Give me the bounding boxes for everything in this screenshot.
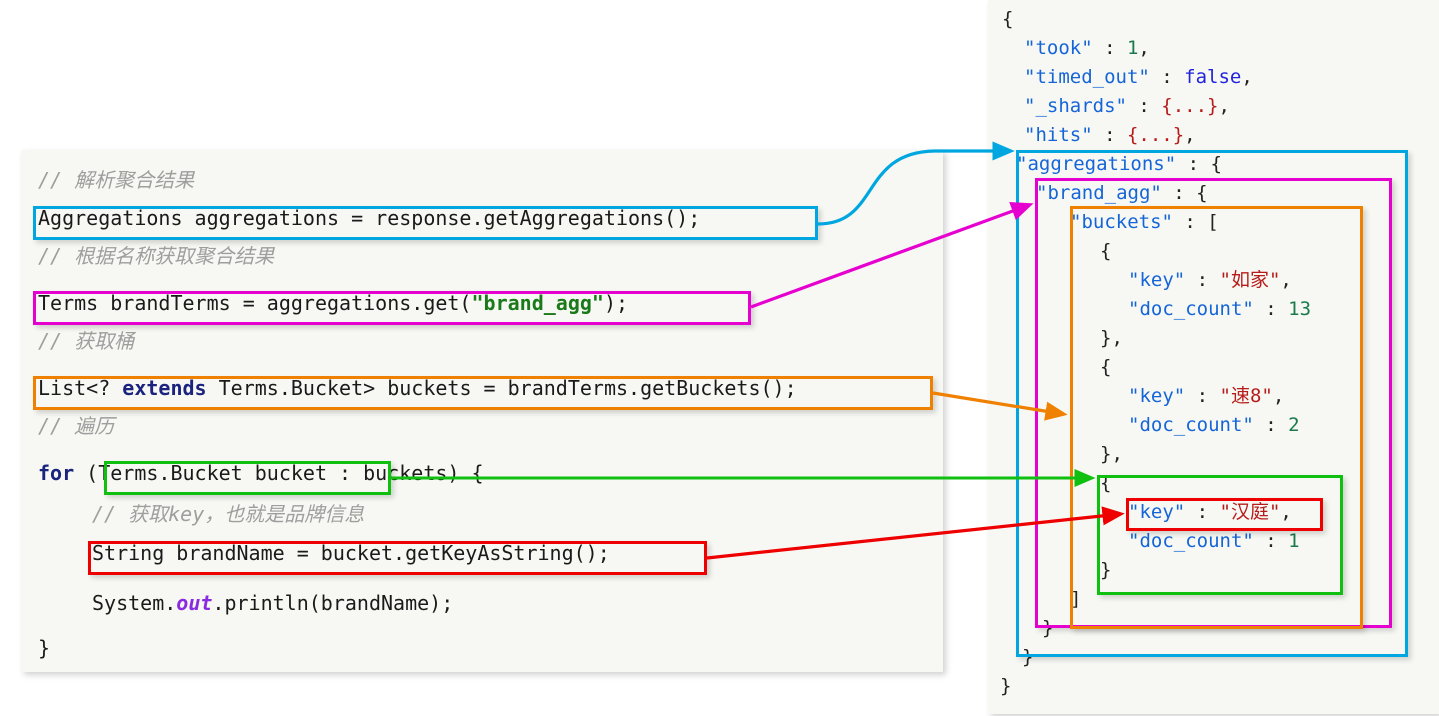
json-line-bucket1-open: { [1100,356,1112,378]
json-line-timed-out: "timed_out" : false, [1024,66,1253,88]
code-line-for: for (Terms.Bucket bucket : buckets) { [38,461,484,485]
code-line-brandname: String brandName = bucket.getKeyAsString… [92,541,610,565]
java-code-panel: // 解析聚合结果 Aggregations aggregations = re… [21,150,943,672]
json-line-bucket2-key: "key" : "汉庭", [1128,501,1292,523]
code-line-close-brace: } [38,636,51,660]
json-line-root-close: } [1000,675,1012,697]
code-comment-parse-agg: // 解析聚合结果 [38,168,195,192]
json-line-aggregations: "aggregations" : { [1016,153,1222,175]
code-line-aggregations: Aggregations aggregations = response.get… [38,206,701,230]
json-line-open-brace: { [1002,8,1014,30]
json-line-bucket0-doccount: "doc_count" : 13 [1128,298,1312,320]
json-line-shards: "_shards" : {...}, [1024,95,1230,117]
json-line-buckets-close: ] [1070,588,1082,610]
json-line-brand-agg: "brand_agg" : { [1036,182,1208,204]
json-line-bucket0-close: }, [1100,327,1123,349]
json-line-bucket1-key: "key" : "速8", [1128,385,1285,407]
json-line-aggregations-close: } [1022,646,1034,668]
code-comment-get-key: // 获取key，也就是品牌信息 [92,502,365,526]
json-line-bucket0-key: "key" : "如家", [1128,269,1292,291]
code-comment-iterate: // 遍历 [38,414,115,438]
code-line-brandterms: Terms brandTerms = aggregations.get("bra… [38,291,629,315]
json-line-hits: "hits" : {...}, [1024,124,1196,146]
code-line-println: System.out.println(brandName); [92,591,454,615]
code-comment-get-bucket: // 获取桶 [38,329,135,353]
json-line-bucket1-close: }, [1100,443,1123,465]
code-line-buckets: List<? extends Terms.Bucket> buckets = b… [38,376,797,400]
code-comment-get-by-name: // 根据名称获取聚合结果 [38,244,275,268]
json-line-bucket2-open: { [1100,472,1112,494]
json-response-panel: { "took" : 1, "timed_out" : false, "_sha… [988,0,1439,714]
json-line-bucket2-close: } [1100,559,1112,581]
json-line-took: "took" : 1, [1024,37,1150,59]
json-line-brand-agg-close: } [1042,617,1054,639]
json-line-bucket1-doccount: "doc_count" : 2 [1128,414,1300,436]
json-line-bucket2-doccount: "doc_count" : 1 [1128,530,1300,552]
json-line-buckets: "buckets" : [ [1070,211,1219,233]
json-line-bucket0-open: { [1100,240,1112,262]
